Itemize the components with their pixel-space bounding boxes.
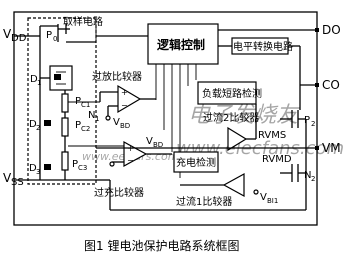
co-label: CO <box>322 78 340 92</box>
overdischarge-comparator: 过放比较器 + − V BD <box>68 70 156 130</box>
svg-text:P: P <box>75 96 81 107</box>
svg-text:P: P <box>304 115 310 126</box>
svg-text:2: 2 <box>311 175 315 183</box>
vm-label: VM <box>322 141 341 155</box>
svg-text:BI1: BI1 <box>267 197 278 205</box>
overcurrent1-comparator: 过流1比较器 V BI1 <box>176 172 278 208</box>
svg-text:−: − <box>127 156 134 165</box>
p0-label: P <box>46 30 52 41</box>
vm-pin: VM <box>96 141 341 155</box>
vdd-label: V <box>3 27 12 41</box>
svg-text:0: 0 <box>53 35 57 43</box>
svg-text:−: − <box>121 101 128 110</box>
svg-text:C3: C3 <box>78 164 87 172</box>
svg-text:V: V <box>260 192 267 203</box>
sampling-label: 取样电路 <box>63 15 103 28</box>
svg-text:D: D <box>29 119 37 130</box>
vss-pin: V SS <box>3 171 34 188</box>
overdischarge-label: 过放比较器 <box>92 70 142 83</box>
svg-text:C2: C2 <box>81 125 90 133</box>
svg-text:2: 2 <box>311 120 315 128</box>
overcurrent2-label: 过流2比较器 <box>203 111 259 124</box>
watermark-cn: 电子发烧友 <box>188 103 301 128</box>
overcharge-label: 过充比较器 <box>94 186 144 199</box>
output-transistors: RVMS RVMD P 2 N 2 <box>258 85 315 210</box>
overcurrent2-comparator: 过流2比较器 <box>203 104 259 152</box>
svg-text:RVMS: RVMS <box>258 130 286 141</box>
svg-text:BD: BD <box>120 122 130 130</box>
svg-text:P: P <box>72 159 78 170</box>
svg-text:2: 2 <box>36 124 40 132</box>
svg-text:V: V <box>146 136 153 147</box>
co-pin: CO <box>288 45 340 92</box>
level-shift-label: 电平转换电路 <box>233 40 293 53</box>
svg-text:BD: BD <box>153 141 163 149</box>
svg-text:1: 1 <box>95 115 99 123</box>
vss-label: V <box>3 171 12 185</box>
svg-text:N: N <box>304 170 311 181</box>
sense-resistors: P C1 P C2 P C3 D 2 D 3 <box>29 90 96 181</box>
vdd-pin: V DD <box>3 27 28 44</box>
outer-frame <box>13 11 318 226</box>
svg-text:3: 3 <box>36 168 40 176</box>
p0-transistor <box>57 24 97 43</box>
do-label: DO <box>322 23 341 37</box>
figure-caption: 图1 锂电池保护电路系统框图 <box>84 238 239 253</box>
svg-text:+: + <box>121 88 128 97</box>
svg-text:V: V <box>113 117 120 128</box>
svg-text:1: 1 <box>37 79 41 87</box>
svg-text:DD: DD <box>11 33 27 44</box>
charge-detect-block: 充电检测 <box>173 151 219 173</box>
overcurrent1-label: 过流1比较器 <box>176 195 232 208</box>
svg-text:D: D <box>30 74 38 85</box>
svg-text:C1: C1 <box>81 101 90 109</box>
svg-text:RVMD: RVMD <box>262 154 292 165</box>
p1-d1: P 1 D 1 <box>30 65 73 91</box>
logic-control-label: 逻辑控制 <box>157 37 205 52</box>
do-pin: DO <box>218 23 341 37</box>
load-short-detect-block: 负载短路检测 <box>197 81 262 105</box>
svg-text:SS: SS <box>11 177 24 188</box>
logic-control-block: 逻辑控制 <box>147 23 219 65</box>
svg-text:P: P <box>75 120 81 131</box>
charge-detect-label: 充电检测 <box>176 156 216 169</box>
level-shift-block: 电平转换电路 <box>231 37 293 55</box>
load-detect-label: 负载短路检测 <box>202 87 262 100</box>
svg-text:D: D <box>29 163 37 174</box>
sampling-circuit-box <box>27 17 97 185</box>
svg-text:N: N <box>88 110 95 121</box>
